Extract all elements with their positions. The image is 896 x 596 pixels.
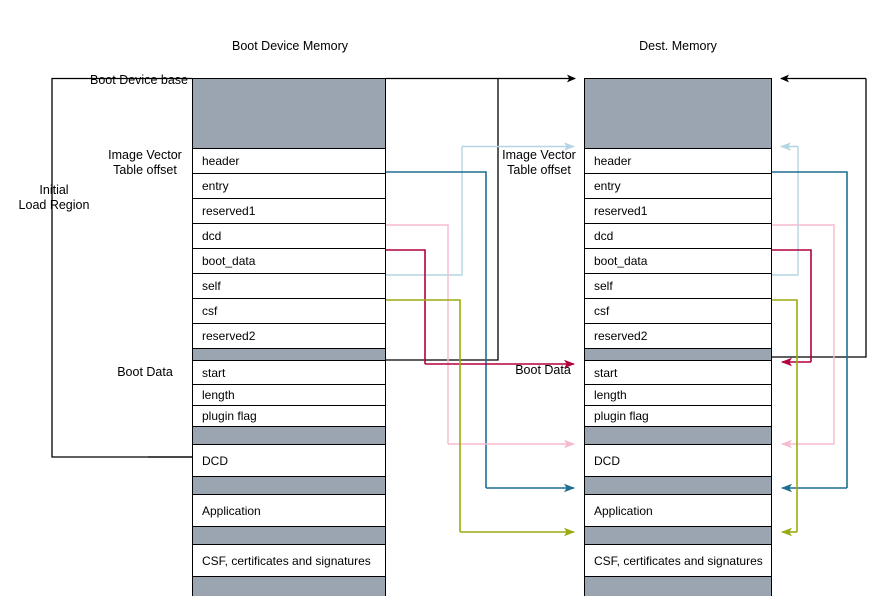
dest-memory-row-label: Application: [594, 503, 653, 518]
dest-memory-row-label: dcd: [594, 229, 614, 243]
boot-device-memory-row-label: Application: [202, 503, 261, 518]
right-column-title: Dest. Memory: [639, 39, 717, 53]
boot-device-memory-row-label: DCD: [202, 453, 228, 468]
dest-memory-row-label: DCD: [594, 453, 620, 468]
boot-device-memory-row-label: reserved1: [202, 204, 256, 218]
boot-device-memory-row-csf: csf: [193, 299, 385, 324]
image-vector-table-offset-label-right: Image Vector Table offset: [502, 148, 576, 177]
boot-device-memory-row-csf-certificates-and-signatures: CSF, certificates and signatures: [193, 545, 385, 577]
boot-device-memory-row-spacer: [193, 577, 385, 596]
dest-memory-row-label: csf: [594, 304, 610, 318]
boot-device-memory-row-label: header: [202, 154, 240, 168]
dest-memory-row-entry: entry: [585, 174, 771, 199]
boot-device-memory-row-spacer: [193, 427, 385, 445]
boot-data-label-right: Boot Data: [515, 363, 571, 377]
dest-memory-row-header: header: [585, 149, 771, 174]
dest-memory-row-self: self: [585, 274, 771, 299]
boot-device-memory-row-dcd: dcd: [193, 224, 385, 249]
dest-memory-row-dcd: dcd: [585, 224, 771, 249]
boot-device-memory-row-label: boot_data: [202, 254, 256, 268]
boot-device-memory-row-label: start: [202, 365, 226, 380]
dest-memory-row-spacer: [585, 349, 771, 361]
boot-device-memory-row-dcd: DCD: [193, 445, 385, 477]
boot-device-memory-row-entry: entry: [193, 174, 385, 199]
dest-memory-row-spacer: [585, 527, 771, 545]
dest-memory-row-label: boot_data: [594, 254, 648, 268]
dest-memory-row-start: start: [585, 361, 771, 385]
boot-device-memory-row-reserved1: reserved1: [193, 199, 385, 224]
dest-memory-row-label: reserved1: [594, 204, 648, 218]
initial-load-region-bracket: [51, 77, 192, 458]
boot-device-memory-row-label: reserved2: [202, 329, 256, 343]
left-column-title: Boot Device Memory: [231, 39, 348, 53]
dest-memory-row-spacer: [585, 79, 771, 149]
boot-device-memory-row-plugin-flag: plugin flag: [193, 406, 385, 427]
boot-device-memory-row-self: self: [193, 274, 385, 299]
dest-memory-row-plugin-flag: plugin flag: [585, 406, 771, 427]
dest-memory-row-reserved2: reserved2: [585, 324, 771, 349]
boot-data-label-left: Boot Data: [117, 365, 173, 379]
boot-device-memory-row-spacer: [193, 477, 385, 495]
boot-device-memory-row-start: start: [193, 361, 385, 385]
boot-device-memory-row-boot-data: boot_data: [193, 249, 385, 274]
arrow-boot-device-base-to-dest-top: [386, 74, 576, 361]
dest-memory-row-label: reserved2: [594, 329, 648, 343]
dest-memory-row-csf-certificates-and-signatures: CSF, certificates and signatures: [585, 545, 771, 577]
boot-device-memory-row-label: plugin flag: [202, 409, 257, 423]
boot-device-memory-row-length: length: [193, 385, 385, 406]
boot-device-memory-row-reserved2: reserved2: [193, 324, 385, 349]
dest-memory-row-application: Application: [585, 495, 771, 527]
initial-load-region-label: Initial Load Region: [18, 183, 90, 212]
dest-memory-row-dcd: DCD: [585, 445, 771, 477]
dest-memory-row-spacer: [585, 577, 771, 596]
boot-device-memory-row-spacer: [193, 79, 385, 149]
boot-device-memory-row-label: length: [202, 388, 235, 402]
boot-device-base-label: Boot Device base: [90, 73, 188, 87]
boot-device-memory-row-label: CSF, certificates and signatures: [202, 553, 371, 568]
dest-memory-row-label: plugin flag: [594, 409, 649, 423]
boot-device-memory-row-label: self: [202, 279, 221, 293]
boot-device-memory-row-label: entry: [202, 179, 229, 193]
boot-device-memory-row-application: Application: [193, 495, 385, 527]
dest-memory-row-label: entry: [594, 179, 621, 193]
dest-memory-row-label: CSF, certificates and signatures: [594, 553, 763, 568]
boot-device-memory-row-spacer: [193, 527, 385, 545]
dest-memory-row-spacer: [585, 477, 771, 495]
boot-device-memory-row-label: dcd: [202, 229, 222, 243]
dest-memory-row-label: start: [594, 365, 618, 380]
dest-memory-row-csf: csf: [585, 299, 771, 324]
dest-memory-row-length: length: [585, 385, 771, 406]
image-vector-table-offset-label-left: Image Vector Table offset: [108, 148, 182, 177]
dest-memory-row-label: header: [594, 154, 632, 168]
dest-memory-row-reserved1: reserved1: [585, 199, 771, 224]
dest-memory-row-boot-data: boot_data: [585, 249, 771, 274]
boot-device-memory-row-spacer: [193, 349, 385, 361]
boot-device-memory-row-label: csf: [202, 304, 218, 318]
arrow-dest-top-right-return: [772, 74, 867, 358]
dest-memory-row-spacer: [585, 427, 771, 445]
dest-memory-row-label: self: [594, 279, 613, 293]
boot-device-memory-row-header: header: [193, 149, 385, 174]
dest-memory-row-label: length: [594, 388, 627, 402]
